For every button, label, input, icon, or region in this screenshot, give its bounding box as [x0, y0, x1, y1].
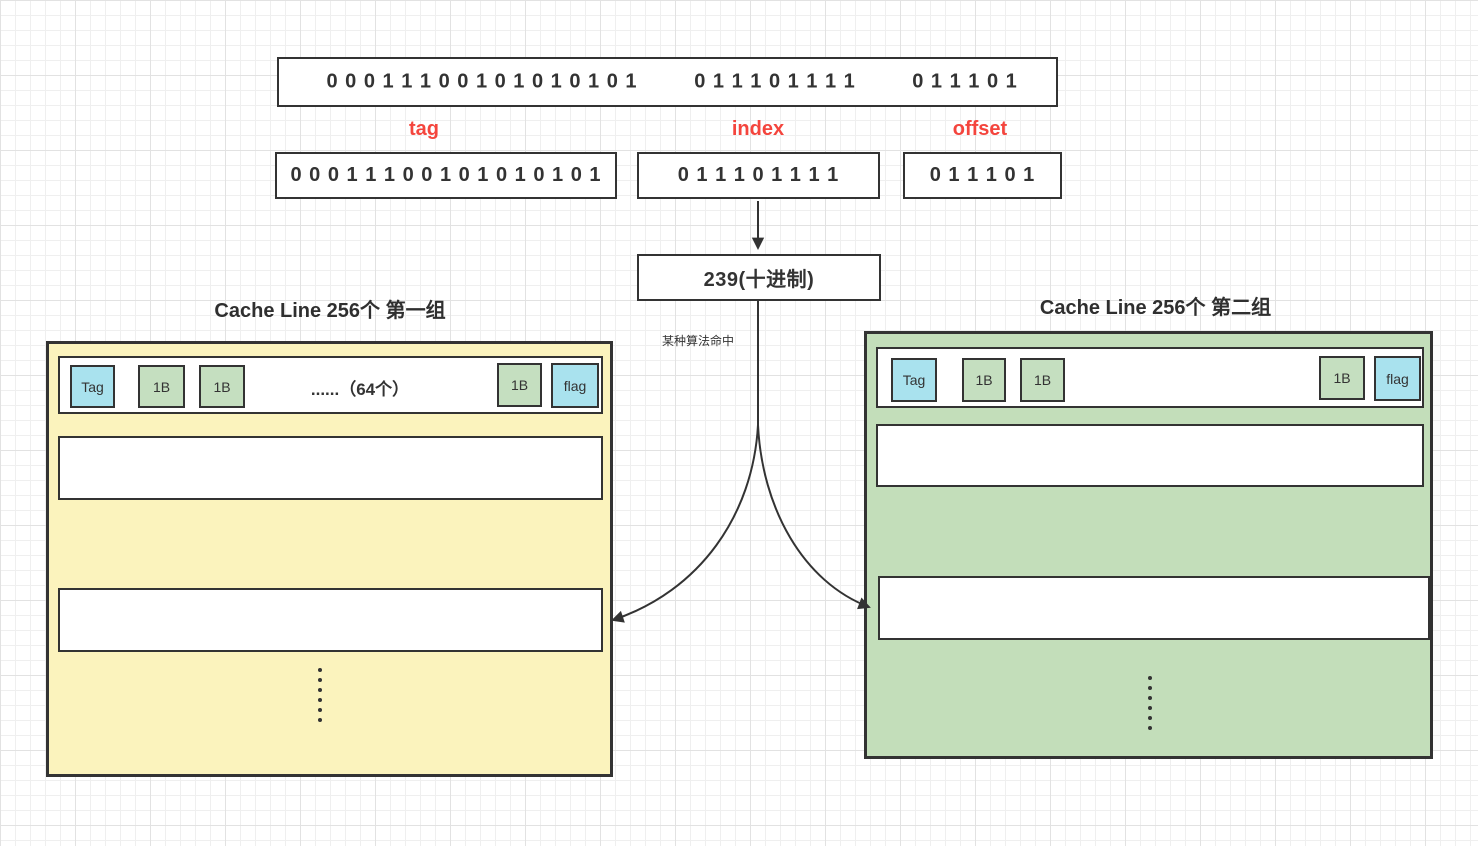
group2-ellipsis-dots — [1148, 673, 1152, 733]
address-index-bits: 0 1 1 1 0 1 1 1 1 — [694, 70, 856, 93]
decimal-value-box: 239(十进制) — [637, 254, 881, 301]
group2-cacheline-header-row: Tag 1B 1B 1B flag — [876, 347, 1424, 408]
group1-ellipsis-dots — [318, 665, 322, 725]
index-bits-value: 0 1 1 1 0 1 1 1 1 — [677, 164, 840, 186]
tag-bits-value: 0 0 0 1 1 1 0 0 1 0 1 0 1 0 1 0 1 — [290, 164, 602, 186]
decimal-value-label: 239(十进制) — [703, 269, 815, 291]
group1-ellipsis-note: ......（64个） — [310, 380, 410, 399]
tag-bits-box: 0 0 0 1 1 1 0 0 1 0 1 0 1 0 1 0 1 — [275, 152, 617, 199]
group2-tag-cell: Tag — [891, 358, 937, 402]
hit-algorithm-note: 某种算法命中 — [662, 334, 735, 348]
group1-cacheline-header-row: Tag 1B 1B ......（64个） 1B flag — [58, 356, 603, 414]
cache-group-1: Tag 1B 1B ......（64个） 1B flag — [46, 341, 613, 777]
group2-cacheline-row-2 — [876, 424, 1424, 487]
group1-1b-cell-1: 1B — [138, 365, 185, 408]
group2-1b-cell-2: 1B — [1020, 358, 1065, 402]
tag-label: tag — [409, 118, 439, 140]
group1-cacheline-row-2 — [58, 436, 603, 500]
cache-group-2: Tag 1B 1B 1B flag — [864, 331, 1433, 759]
group2-cacheline-row-target — [878, 576, 1430, 640]
group2-1b-cell-1: 1B — [962, 358, 1006, 402]
offset-bits-box: 0 1 1 1 0 1 — [903, 152, 1062, 199]
address-offset-bits: 0 1 1 1 0 1 — [912, 70, 1018, 93]
address-tag-bits: 0 0 0 1 1 1 0 0 1 0 1 0 1 0 1 0 1 — [326, 70, 638, 93]
group1-tag-cell: Tag — [70, 365, 115, 408]
group2-title: Cache Line 256个 第二组 — [1039, 297, 1272, 319]
group1-cacheline-row-target — [58, 588, 603, 652]
index-bits-box: 0 1 1 1 0 1 1 1 1 — [637, 152, 880, 199]
group1-flag-cell: flag — [551, 363, 599, 408]
offset-bits-value: 0 1 1 1 0 1 — [929, 164, 1036, 186]
group1-1b-cell-3: 1B — [497, 363, 542, 407]
branch-to-group2-arrow — [757, 424, 871, 610]
group2-1b-cell-3: 1B — [1319, 356, 1365, 400]
branch-to-group1-arrow — [611, 424, 759, 623]
group1-1b-cell-2: 1B — [199, 365, 245, 408]
index-label: index — [731, 118, 785, 140]
offset-label: offset — [952, 118, 1008, 140]
group1-title: Cache Line 256个 第一组 — [214, 300, 446, 322]
address-bits-box: 0 0 0 1 1 1 0 0 1 0 1 0 1 0 1 0 1 0 1 1 … — [277, 57, 1058, 107]
group2-flag-cell: flag — [1374, 356, 1421, 401]
